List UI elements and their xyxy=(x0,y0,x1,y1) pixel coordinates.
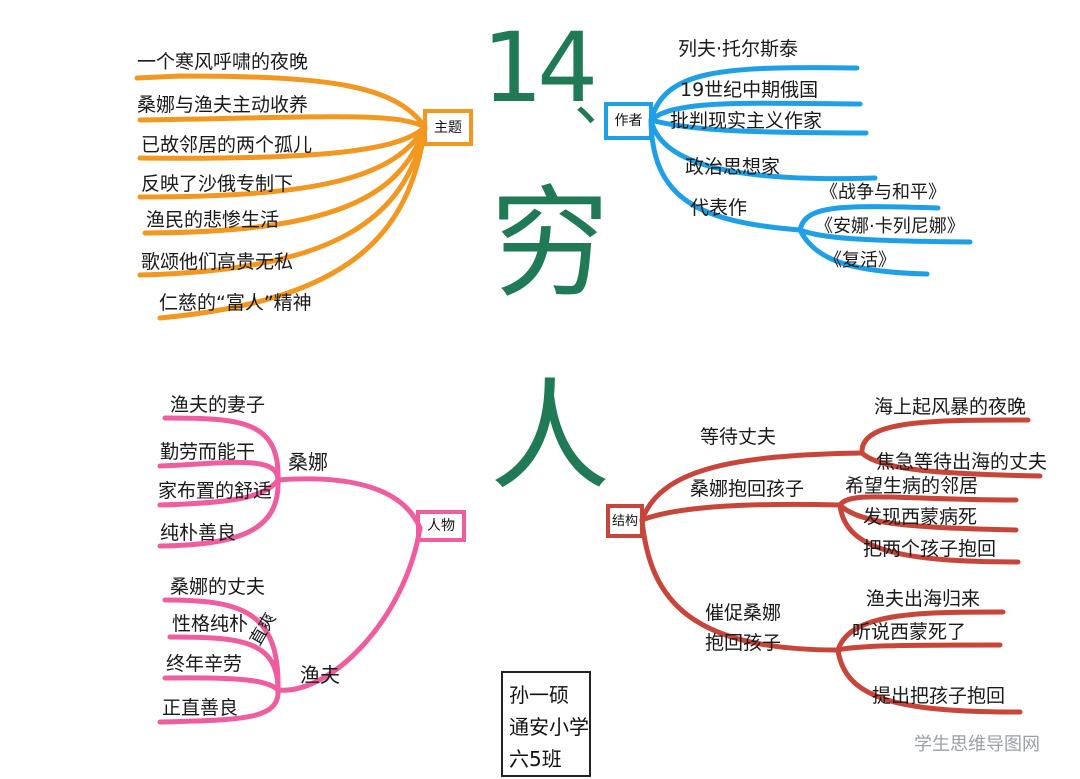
characters-node-label: 人物 xyxy=(427,518,455,534)
group2-line-1 xyxy=(837,494,1019,508)
theme-line-1 xyxy=(134,73,428,130)
group3-line-3 xyxy=(835,647,1023,715)
author-branch-lines xyxy=(648,65,973,277)
char-main-to-fisherman xyxy=(275,525,423,693)
theme-line-3 xyxy=(137,124,428,161)
theme-line-7 xyxy=(157,124,428,321)
theme-line-5 xyxy=(142,124,428,236)
theme-item-1: 一个寒风呼啸的夜晚 xyxy=(137,51,309,73)
theme-branch-lines xyxy=(134,73,428,321)
structure-group-3-label: 催促桑娜抱回孩子 xyxy=(705,602,782,654)
structure-node-label: 结构 xyxy=(611,513,638,529)
characters-branch-lines xyxy=(157,415,423,725)
title-char-ren: 人 xyxy=(490,368,610,507)
sangna-item-4: 纯朴善良 xyxy=(160,522,237,544)
structure-group-2-item-3: 把两个孩子抱回 xyxy=(863,538,997,560)
author-line-2 xyxy=(648,100,863,123)
fisherman-item-4: 正直善良 xyxy=(162,697,239,719)
fisherman-line-2 xyxy=(167,634,281,693)
group2-line-3 xyxy=(837,502,1021,565)
title-char-qiong: 穷 xyxy=(490,175,610,314)
author-item-3: 批判现实主义作家 xyxy=(670,110,823,132)
author-line-6 xyxy=(797,204,941,233)
theme-line-2 xyxy=(137,114,428,130)
theme-item-5: 渔民的悲惨生活 xyxy=(146,209,280,231)
sangna-item-3: 家布置的舒适 xyxy=(158,480,273,502)
author-line-5 xyxy=(648,117,803,233)
structure-group-3-item-3: 提出把孩子抱回 xyxy=(872,685,1006,707)
group3-line-1 xyxy=(835,609,1006,653)
author-line-1 xyxy=(648,65,860,123)
theme-line-6 xyxy=(137,124,428,278)
structure-group-1-label: 等待丈夫 xyxy=(700,426,777,448)
sangna-line-1 xyxy=(162,415,281,483)
author-work-2: 《安娜·卡列尼娜》 xyxy=(815,216,965,237)
theme-item-7: 仁慈的“富人”精神 xyxy=(159,292,312,314)
structure-branch-lines xyxy=(639,417,1043,715)
fisherman-item-1: 桑娜的丈夫 xyxy=(170,576,266,598)
structure-group-2-item-1: 希望生病的邻居 xyxy=(845,475,979,497)
sangna-line-2 xyxy=(157,459,281,483)
structure-group-3-item-1: 渔夫出海归来 xyxy=(866,588,981,610)
structure-node-box xyxy=(606,504,644,538)
fisherman-line-4 xyxy=(157,687,281,725)
author-item-4: 政治思想家 xyxy=(685,156,781,178)
author-node-box xyxy=(604,102,653,140)
sangna-line-3 xyxy=(157,477,281,508)
structure-group-1-item-1: 海上起风暴的夜晚 xyxy=(874,396,1027,418)
fisherman-item-2: 性格纯朴 xyxy=(172,613,249,635)
group3-line-2 xyxy=(835,642,1003,653)
char-main-to-sangna xyxy=(275,476,423,531)
title-separator: 、 xyxy=(574,65,634,135)
author-line-3 xyxy=(648,117,869,136)
structure-group-2-label: 桑娜抱回孩子 xyxy=(690,478,805,500)
group1-line-2 xyxy=(859,450,1043,479)
characters-node-box xyxy=(416,510,466,542)
fisherman-line-1 xyxy=(162,597,281,693)
theme-item-6: 歌颂他们高贵无私 xyxy=(141,251,294,273)
sangna-item-2: 勤劳而能干 xyxy=(160,441,256,463)
fisherman-line-3 xyxy=(162,675,281,693)
author-item-2: 19世纪中期俄国 xyxy=(680,79,819,101)
watermark: 学生思维导图网 xyxy=(914,734,1040,755)
fisherman-label: 渔夫 xyxy=(300,663,340,687)
structure-to-group-2 xyxy=(639,501,843,523)
theme-item-4: 反映了沙俄专制下 xyxy=(141,173,294,195)
fisherman-item-3: 终年辛劳 xyxy=(166,653,243,675)
structure-to-group-1 xyxy=(639,450,865,523)
author-node-label: 作者 xyxy=(614,113,643,129)
credit-name: 孙一硕 xyxy=(509,683,569,707)
author-credit-box: 孙一硕 通安小学 六5班 xyxy=(501,671,591,777)
author-line-8 xyxy=(797,227,930,277)
sangna-label: 桑娜 xyxy=(288,450,328,474)
structure-group-2-item-2: 发现西蒙病死 xyxy=(863,506,978,528)
structure-to-group-3 xyxy=(639,517,841,653)
author-work-3: 《复活》 xyxy=(824,250,896,271)
group1-line-1 xyxy=(859,417,1031,456)
lesson-number: 14 xyxy=(482,12,598,124)
author-line-7 xyxy=(797,227,973,245)
author-line-4 xyxy=(648,117,878,182)
credit-school: 通安小学 xyxy=(509,715,589,739)
author-work-1: 《战争与和平》 xyxy=(820,182,946,203)
structure-group-3-item-2: 听说西蒙死了 xyxy=(852,621,967,643)
author-item-1: 列夫·托尔斯泰 xyxy=(678,38,799,60)
theme-node-label: 主题 xyxy=(434,119,462,136)
theme-line-4 xyxy=(137,124,428,200)
sangna-item-1: 渔夫的妻子 xyxy=(170,394,266,416)
theme-item-3: 已故邻居的两个孤儿 xyxy=(141,134,313,156)
group2-line-2 xyxy=(837,502,1019,533)
theme-item-2: 桑娜与渔夫主动收养 xyxy=(137,94,309,116)
author-item-5: 代表作 xyxy=(690,197,748,219)
credit-class: 六5班 xyxy=(509,747,562,771)
structure-group-1-item-2: 焦急等待出海的丈夫 xyxy=(876,451,1048,473)
theme-node-box xyxy=(423,109,473,146)
sangna-line-4 xyxy=(157,477,281,549)
